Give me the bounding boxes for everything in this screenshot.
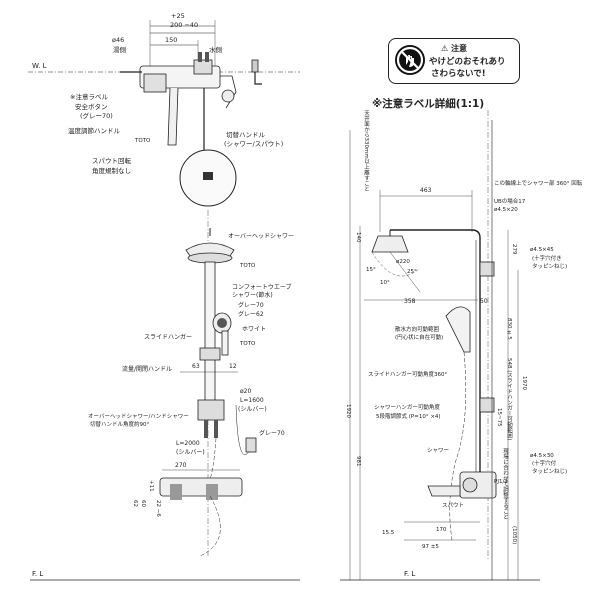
shower-label: シャワー <box>427 448 450 454</box>
gray62-label: グレー62 <box>238 311 264 318</box>
switch-angle-label: 切替ハンドル角度約90° <box>90 422 150 428</box>
ub-note: UBの場合17 <box>494 199 526 205</box>
dim-11: +11 <box>148 480 154 492</box>
range-note: 散水方向可動範囲 <box>395 327 440 333</box>
spout-rotation-label: スパウト回転 <box>92 157 131 165</box>
silver2-label: (シルバー) <box>176 449 205 456</box>
overhead-shower-label: オーバーヘッドシャワー <box>228 233 294 240</box>
cross-tapping-2-label: (十字穴付 <box>532 461 557 467</box>
shower-water-saving-label: シャワー(節水) <box>232 292 273 299</box>
l2000-label: L=2000 <box>176 440 200 447</box>
tapping-screw-2-label: タッピンねじ) <box>532 469 568 475</box>
safety-button-label: 安全ボタン <box>75 103 108 111</box>
phi45x45-label: ø4.5×45 <box>530 247 554 253</box>
dim-1920: 1920 <box>345 404 351 418</box>
dim-140: 140 <box>355 232 361 243</box>
flow-stop-handle-label: 流量/開閉ハンドル <box>122 366 173 373</box>
comfort-wave-label: コンフォートウエーブ <box>232 284 292 291</box>
dim-phi20: ø20 <box>240 388 252 395</box>
slide-hanger-label: スライドハンガー <box>144 334 193 341</box>
dim-15-75: 15~75 <box>496 408 502 427</box>
dim-981: 981 <box>355 456 361 467</box>
caution-detail-title: ※注意ラベル詳細(1:1) <box>372 98 485 110</box>
dim-279: 279 <box>511 244 517 255</box>
dim-270: 270 <box>175 462 187 469</box>
spout-label: スパウト <box>442 503 465 509</box>
hanger-angle-label: シャワーハンガー可動角度 <box>374 405 440 411</box>
dim-15-5: 15.5 <box>382 530 395 536</box>
vertical-note-1: 天井面から330mm以上離すこと <box>363 110 369 192</box>
switch-handle-label: 切替ハンドル <box>226 131 265 139</box>
gray70c-label: グレー70 <box>259 430 285 437</box>
dim-150: 150 <box>165 36 178 44</box>
caution-line-2: さわらないで! <box>431 69 486 79</box>
cross-tapping-label: (十字穴付き <box>532 256 562 262</box>
toto-mark: TOTO <box>135 138 151 144</box>
angle-limit-label: 角度規制なし <box>92 167 131 175</box>
tapping-screw-label: タッピンねじ) <box>532 264 568 270</box>
cold-water-label: 水側 <box>209 46 222 54</box>
dim-60: 60 <box>140 500 146 507</box>
dim-63: 63 <box>192 363 200 370</box>
caution-label: ⚠ 注意 やけどのおそれあり さわらないで! <box>388 38 520 84</box>
fl-right-label: F. L <box>404 570 416 578</box>
slide-angle-label: スライドハンガー可動角度360° <box>368 372 448 378</box>
overhead-hand-switch-label: オーバーヘッドシャワー/ハンドシャワー <box>88 414 189 420</box>
caution-line-1: やけどのおそれあり <box>429 57 506 67</box>
dim-12: 12 <box>229 363 237 370</box>
range-note-2: (円心状に自在可動) <box>395 335 444 341</box>
toto-mark-2: TOTO <box>240 263 256 269</box>
dim-463: 463 <box>420 187 432 194</box>
shower-spout-label: (シャワー/スパウト) <box>224 140 284 148</box>
dim-97: 97 ±5 <box>422 544 439 550</box>
temp-handle-label: 温度調節ハンドル <box>68 127 120 135</box>
dim-50: 50 <box>480 298 488 305</box>
dim-62: 62 <box>132 500 138 507</box>
phi45x20-label: ø4.5×20 <box>494 207 518 213</box>
dim-830: 830 ±5 <box>506 318 512 340</box>
caution-title: ⚠ 注意 <box>441 44 467 53</box>
note-label: ※注意ラベル <box>70 93 108 101</box>
gray70-label: (グレー70) <box>80 112 113 120</box>
pj12-label: PJ1/2 <box>494 479 508 485</box>
angle-25: 25° <box>407 269 417 275</box>
silver-label: (シルバー) <box>238 406 267 413</box>
angle-15: 15° <box>366 267 376 273</box>
white-label: ホワイト <box>242 326 267 333</box>
dim-1050: (1050) <box>511 526 517 545</box>
dim-1970: 1970 <box>521 376 527 390</box>
hot-water-label: 湯側 <box>113 46 126 54</box>
dim-358: 358 <box>404 298 416 305</box>
toto-mark-3: TOTO <box>240 341 256 347</box>
wl-label: W. L <box>32 62 47 70</box>
l1600-label: L=1600 <box>240 397 264 404</box>
no-touch-icon <box>395 45 425 75</box>
dim-22: 22 −6 <box>155 500 161 517</box>
fl-left-label: F. L <box>32 570 44 578</box>
angle-10: 10° <box>380 280 390 286</box>
rotation-note: この軸線上でシャワー部 360° 回転 <box>494 181 583 187</box>
dim-phi46: ø46 <box>112 36 125 44</box>
dim-200-40: 200 −40 <box>170 21 199 29</box>
five-step-label: 5段階調節式 (P=10° ×4) <box>376 414 441 420</box>
dim-548: 548 (スライドハンガー可動範囲) <box>506 358 512 441</box>
dim-170: 170 <box>436 527 447 533</box>
vertical-note-2: 現場に合わせて調整すること <box>502 448 508 520</box>
gray70b-label: グレー70 <box>238 302 264 309</box>
phi220-label: ø220 <box>396 259 410 265</box>
phi45x30-label: ø4.5×30 <box>530 453 554 459</box>
dim-plus25: +25 <box>171 12 185 20</box>
